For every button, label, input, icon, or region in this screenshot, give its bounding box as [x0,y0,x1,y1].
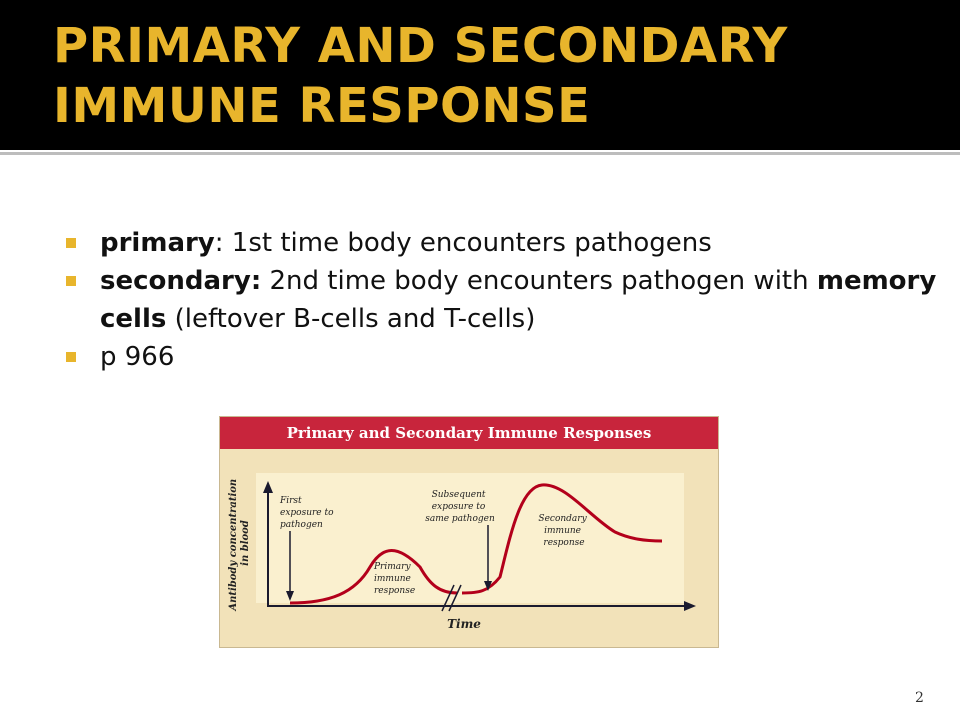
annotation-subsequent-exposure: Subsequent exposure to same pathogen [425,490,495,524]
x-axis-label: Time [447,617,481,631]
page-number: 2 [915,690,924,706]
bullet-item-page-ref: p 966 [66,338,946,376]
square-bullet-icon [66,276,76,286]
slide-title: PRIMARY AND SECONDARY IMMUNE RESPONSE [53,18,788,134]
axis-break-mark-1 [441,584,455,612]
plot-panel [256,473,684,603]
first-exposure-arrowhead-icon [286,591,294,601]
bullet-text: 2nd time body encounters pathogen with [261,266,817,296]
axis-break-mark-2 [448,584,462,612]
subsequent-exposure-arrowhead-icon [484,581,492,591]
bullet-term-memory-cells: memory cells [100,266,937,334]
bullet-list: primary: 1st time body encounters pathog… [66,224,946,376]
bullet-term: secondary: [100,266,262,296]
primary-response-curve [289,549,458,605]
bullet-item-secondary: secondary: 2nd time body encounters path… [66,262,946,338]
square-bullet-icon [66,238,76,248]
annotation-first-exposure: First exposure to pathogen [279,496,336,530]
figure-title: Primary and Secondary Immune Responses [286,424,652,442]
bullet-text: : 1st time body encounters pathogens [214,228,712,258]
title-bar [0,0,960,150]
y-axis-arrowhead-icon [263,481,273,493]
annotation-secondary-response: Secondary immune response [538,514,589,548]
square-bullet-icon [66,352,76,362]
bullet-text: (leftover B-cells and T-cells) [166,304,536,334]
bullet-text: p 966 [100,342,175,372]
bullet-item-primary: primary: 1st time body encounters pathog… [66,224,946,262]
bullet-term: primary [100,228,215,258]
secondary-response-curve [461,483,663,595]
title-divider [0,152,960,155]
annotation-primary-response: Primary immune response [373,562,415,596]
y-axis-label: Antibody concentration in blood [228,475,251,611]
immune-response-figure: Primary and Secondary Immune Responses A… [219,416,719,648]
figure-illustration: Antibody concentration in blood Time Fir… [228,473,696,631]
x-axis-arrowhead-icon [684,601,696,611]
figure-header [220,417,718,449]
